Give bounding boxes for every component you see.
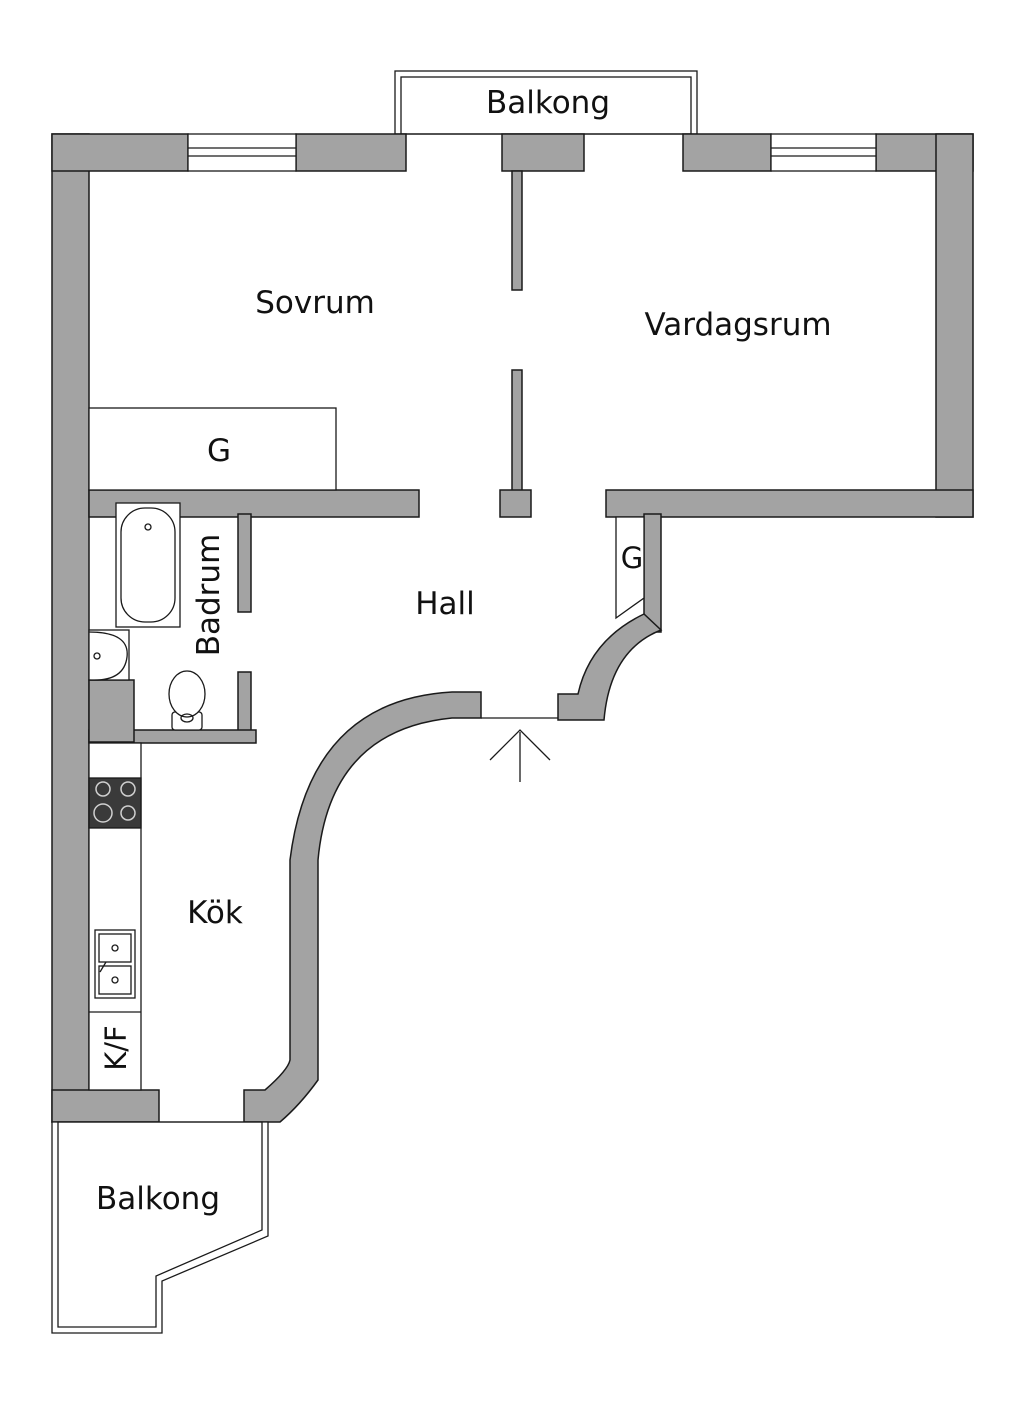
label-garderob-sovrum: G (207, 433, 231, 469)
label-badrum: Badrum (191, 534, 227, 657)
kitchen-sink-icon (94, 929, 136, 999)
stove-icon (88, 777, 142, 829)
window-icon (770, 133, 877, 172)
entrance-arrow-icon (489, 729, 551, 782)
outer-walls (51, 133, 974, 1123)
sink-icon (88, 629, 130, 681)
toilet-icon (168, 670, 206, 731)
label-garderob-hall: G (621, 541, 643, 575)
label-balkong-bottom: Balkong (96, 1181, 220, 1217)
label-kyl-frys: K/F (99, 1025, 133, 1070)
bathtub-icon (115, 502, 181, 628)
balcony-bottom (51, 1121, 269, 1334)
label-kok: Kök (187, 895, 243, 931)
label-vardagsrum: Vardagsrum (644, 307, 831, 343)
wardrobe-bedroom (88, 407, 337, 491)
window-icon (187, 133, 297, 172)
label-hall: Hall (415, 586, 475, 622)
label-sovrum: Sovrum (255, 285, 375, 321)
label-balkong-top: Balkong (486, 85, 610, 121)
wardrobe-hall (615, 516, 645, 620)
